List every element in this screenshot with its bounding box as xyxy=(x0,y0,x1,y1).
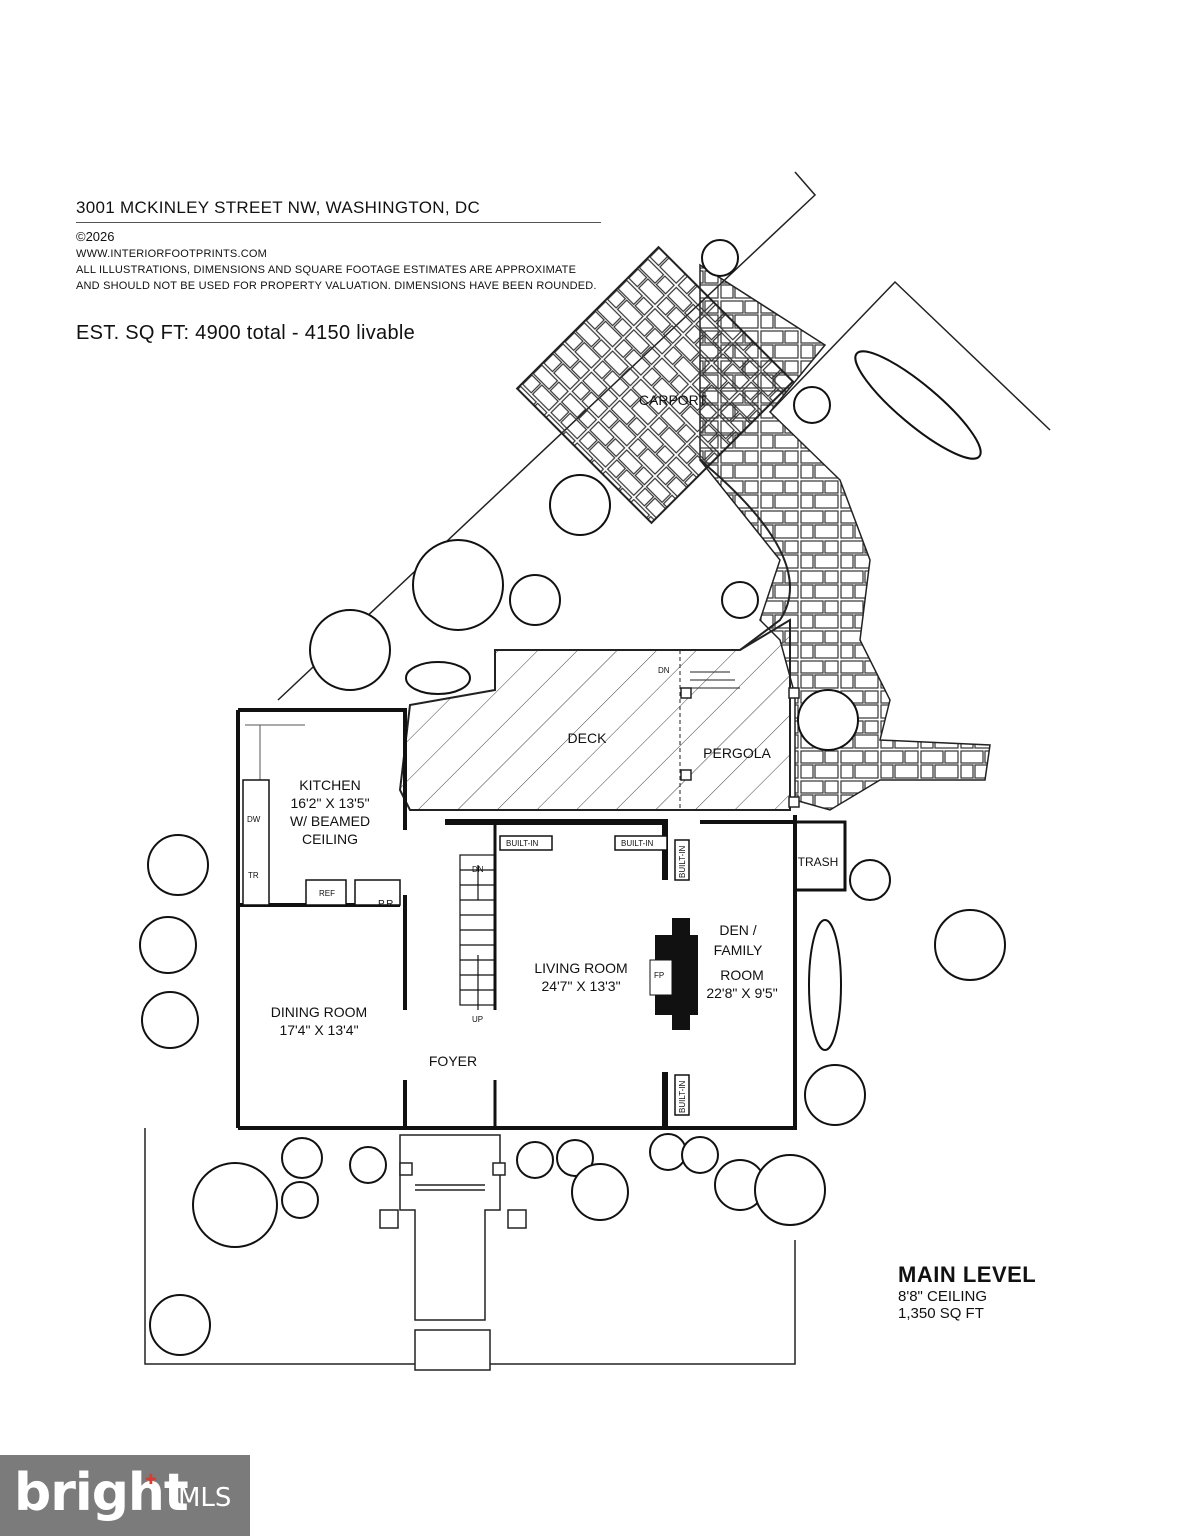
built-in-cabinets xyxy=(242,779,690,1116)
living-room-label: LIVING ROOM xyxy=(534,960,627,976)
front-entry xyxy=(379,1134,527,1371)
level-sqft: 1,350 SQ FT xyxy=(898,1305,984,1322)
copyright-text: ©2026 xyxy=(76,229,115,244)
disclaimer-line-2: AND SHOULD NOT BE USED FOR PROPERTY VALU… xyxy=(76,280,597,292)
stair-down-label: DN xyxy=(472,865,484,874)
watermark-brand: bright xyxy=(14,1463,189,1523)
dining-room-label: DINING ROOM xyxy=(271,1004,367,1020)
watermark-plus-icon: ✚ xyxy=(145,1471,157,1487)
stair-up-label: UP xyxy=(472,1015,483,1024)
carport-label: CARPORT xyxy=(639,392,708,408)
deck-area xyxy=(398,618,800,811)
level-info: MAIN LEVEL 8'8" CEILING 1,350 SQ FT xyxy=(898,1262,1036,1322)
fireplace xyxy=(649,918,698,1030)
builtin-label-2: BUILT-IN xyxy=(621,839,654,848)
staircase xyxy=(459,854,496,1010)
den-label-2: FAMILY xyxy=(714,942,763,958)
pergola-label: PERGOLA xyxy=(703,745,771,761)
kitchen-label: KITCHEN xyxy=(299,777,360,793)
disclaimer-line-1: ALL ILLUSTRATIONS, DIMENSIONS AND SQUARE… xyxy=(76,264,577,276)
trash-compactor-label: TR xyxy=(248,871,259,880)
living-room-dim: 24'7" X 13'3" xyxy=(541,978,620,994)
kitchen-note-1: W/ BEAMED xyxy=(290,813,370,829)
landscape-trees xyxy=(139,239,1006,1356)
trash-label: TRASH xyxy=(798,855,839,869)
kitchen-note-2: CEILING xyxy=(302,831,358,847)
deck-down-label: DN xyxy=(658,666,670,675)
deck-label: DECK xyxy=(568,730,608,746)
powder-room-label: P.R. xyxy=(378,899,396,910)
stone-paving xyxy=(515,245,991,811)
den-dim: 22'8" X 9'5" xyxy=(706,985,777,1001)
room-labels: CARPORT DECK PERGOLA KITCHEN 16'2" X 13'… xyxy=(247,392,838,1113)
property-lines xyxy=(144,171,1051,1365)
builtin-label-3: BUILT-IN xyxy=(678,845,687,878)
dining-room-dim: 17'4" X 13'4" xyxy=(279,1022,358,1038)
kitchen-dim: 16'2" X 13'5" xyxy=(290,795,369,811)
den-label-1: DEN / xyxy=(719,922,756,938)
ref-label: REF xyxy=(319,889,335,898)
foyer-label: FOYER xyxy=(429,1053,477,1069)
fireplace-label: FP xyxy=(654,971,664,980)
header-block: 3001 MCKINLEY STREET NW, WASHINGTON, DC … xyxy=(76,198,606,292)
level-ceiling: 8'8" CEILING xyxy=(898,1288,988,1305)
total-sqft: EST. SQ FT: 4900 total - 4150 livable xyxy=(76,322,416,344)
website-text: WWW.INTERIORFOOTPRINTS.COM xyxy=(76,248,267,260)
dishwasher-label: DW xyxy=(247,815,261,824)
builtin-label-4: BUILT-IN xyxy=(678,1080,687,1113)
address-title: 3001 MCKINLEY STREET NW, WASHINGTON, DC xyxy=(76,198,601,223)
den-label-3: ROOM xyxy=(720,967,764,983)
watermark-suffix: MLS xyxy=(178,1483,232,1513)
level-title: MAIN LEVEL xyxy=(898,1262,1037,1287)
builtin-label-1: BUILT-IN xyxy=(506,839,539,848)
bright-mls-watermark: bright ✚ MLS xyxy=(0,1455,250,1536)
